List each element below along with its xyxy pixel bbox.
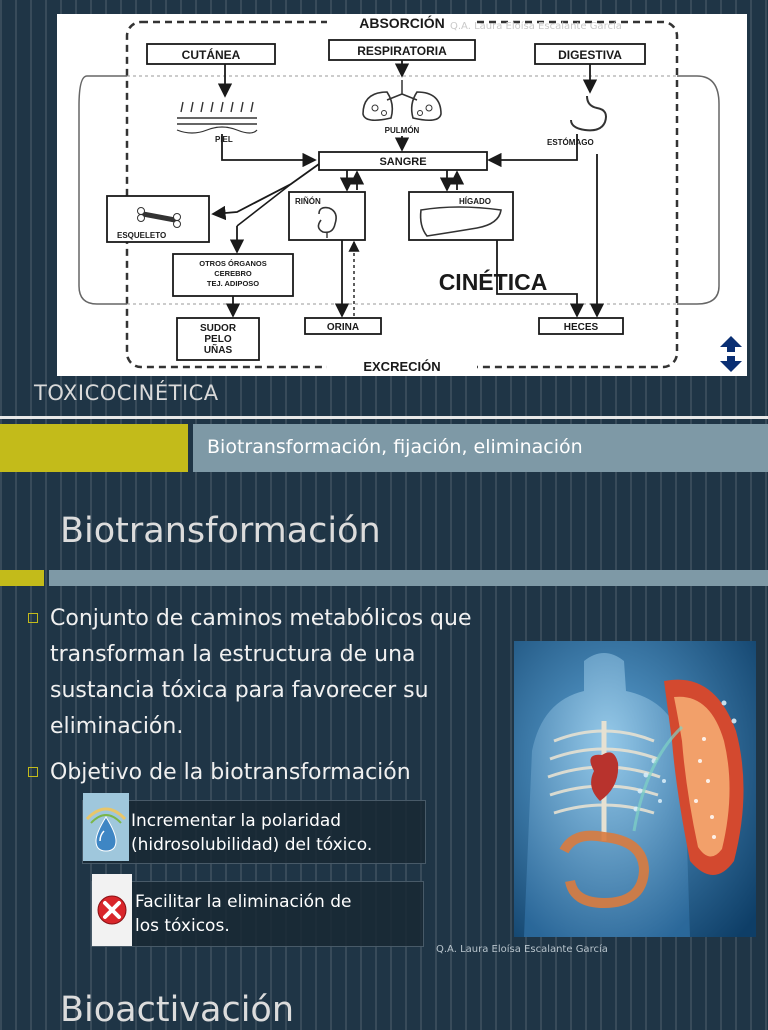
other-organs-label: OTROS ÓRGANOS — [199, 259, 267, 268]
lung-icon — [362, 80, 442, 122]
bullet-square-icon — [28, 767, 38, 777]
bullet-text: Objetivo de la biotransformación — [50, 760, 411, 785]
nails-label: UÑAS — [204, 343, 233, 356]
skin-label: PIEL — [215, 135, 233, 144]
bone-label: ESQUELETO — [117, 231, 166, 240]
excretion-label: EXCRECIÓN — [363, 359, 440, 374]
skin-icon — [176, 101, 258, 134]
slide-title-biotransformation: Biotransformación — [60, 511, 381, 551]
accent-bar — [0, 424, 188, 472]
adipose-label: TEJ. ADIPOSO — [207, 279, 259, 288]
bone-icon — [137, 207, 181, 228]
kidney-icon — [317, 206, 337, 238]
hair-label: PELO — [204, 334, 231, 345]
kidney-label: RIÑÓN — [295, 197, 321, 206]
up-down-arrows-icon[interactable] — [716, 334, 746, 374]
lung-label: PULMÓN — [385, 126, 420, 135]
stomach-label: ESTÓMAGO — [547, 138, 594, 147]
water-drop-icon — [83, 793, 129, 861]
bullet-square-icon — [28, 613, 38, 623]
divider — [0, 416, 768, 419]
objective-elimination-line1: Facilitar la eliminación de — [135, 892, 352, 912]
divider — [49, 570, 768, 586]
objective-elimination-line2: los tóxicos. — [135, 916, 230, 936]
bullet-text: Conjunto de caminos metabólicos que tran… — [50, 606, 472, 739]
liver-icon — [419, 206, 502, 237]
slide-title-bioactivation: Bioactivación — [60, 990, 295, 1030]
objective-polarity-line1: Incrementar la polaridad — [131, 811, 342, 831]
route-digestive: DIGESTIVA — [558, 48, 622, 62]
diagram-svg: ABSORCIÓN CUTÁNEA RESPIRATORIA DIGESTIVA… — [78, 14, 720, 376]
slide-subtitle: Biotransformación, fijación, eliminación — [207, 436, 583, 458]
route-respiratory: RESPIRATORIA — [357, 44, 447, 58]
blood-label: SANGRE — [379, 156, 426, 168]
absorption-label: ABSORCIÓN — [359, 14, 445, 31]
toxicokinetics-diagram: ABSORCIÓN CUTÁNEA RESPIRATORIA DIGESTIVA… — [57, 14, 747, 376]
sweat-label: SUDOR — [200, 323, 237, 334]
feces-label: HECES — [564, 322, 599, 333]
liver-label: HÍGADO — [459, 197, 491, 206]
objective-polarity: Incrementar la polaridad (hidrosolubilid… — [82, 793, 426, 864]
watermark-bottom: Q.A. Laura Eloísa Escalante García — [436, 944, 608, 955]
objective-elimination: Facilitar la eliminación de los tóxicos. — [91, 874, 424, 947]
slide-title-toxicokinetics: TOXICOCINÉTICA — [34, 381, 219, 405]
objective-polarity-line2: (hidrosolubilidad) del tóxico. — [131, 835, 373, 855]
kinetics-boundary — [78, 75, 720, 305]
error-x-icon — [92, 874, 132, 946]
subtitle-bar — [193, 424, 768, 472]
kinetics-label: CINÉTICA — [439, 268, 548, 295]
urine-label: ORINA — [327, 322, 359, 333]
anatomy-illustration — [514, 641, 756, 937]
watermark-top: Q.A. Laura Eloísa Escalante García — [450, 21, 622, 32]
brain-label: CEREBRO — [214, 269, 252, 278]
stomach-icon — [570, 95, 607, 132]
accent-bar — [0, 570, 44, 586]
route-cutaneous: CUTÁNEA — [182, 47, 241, 62]
